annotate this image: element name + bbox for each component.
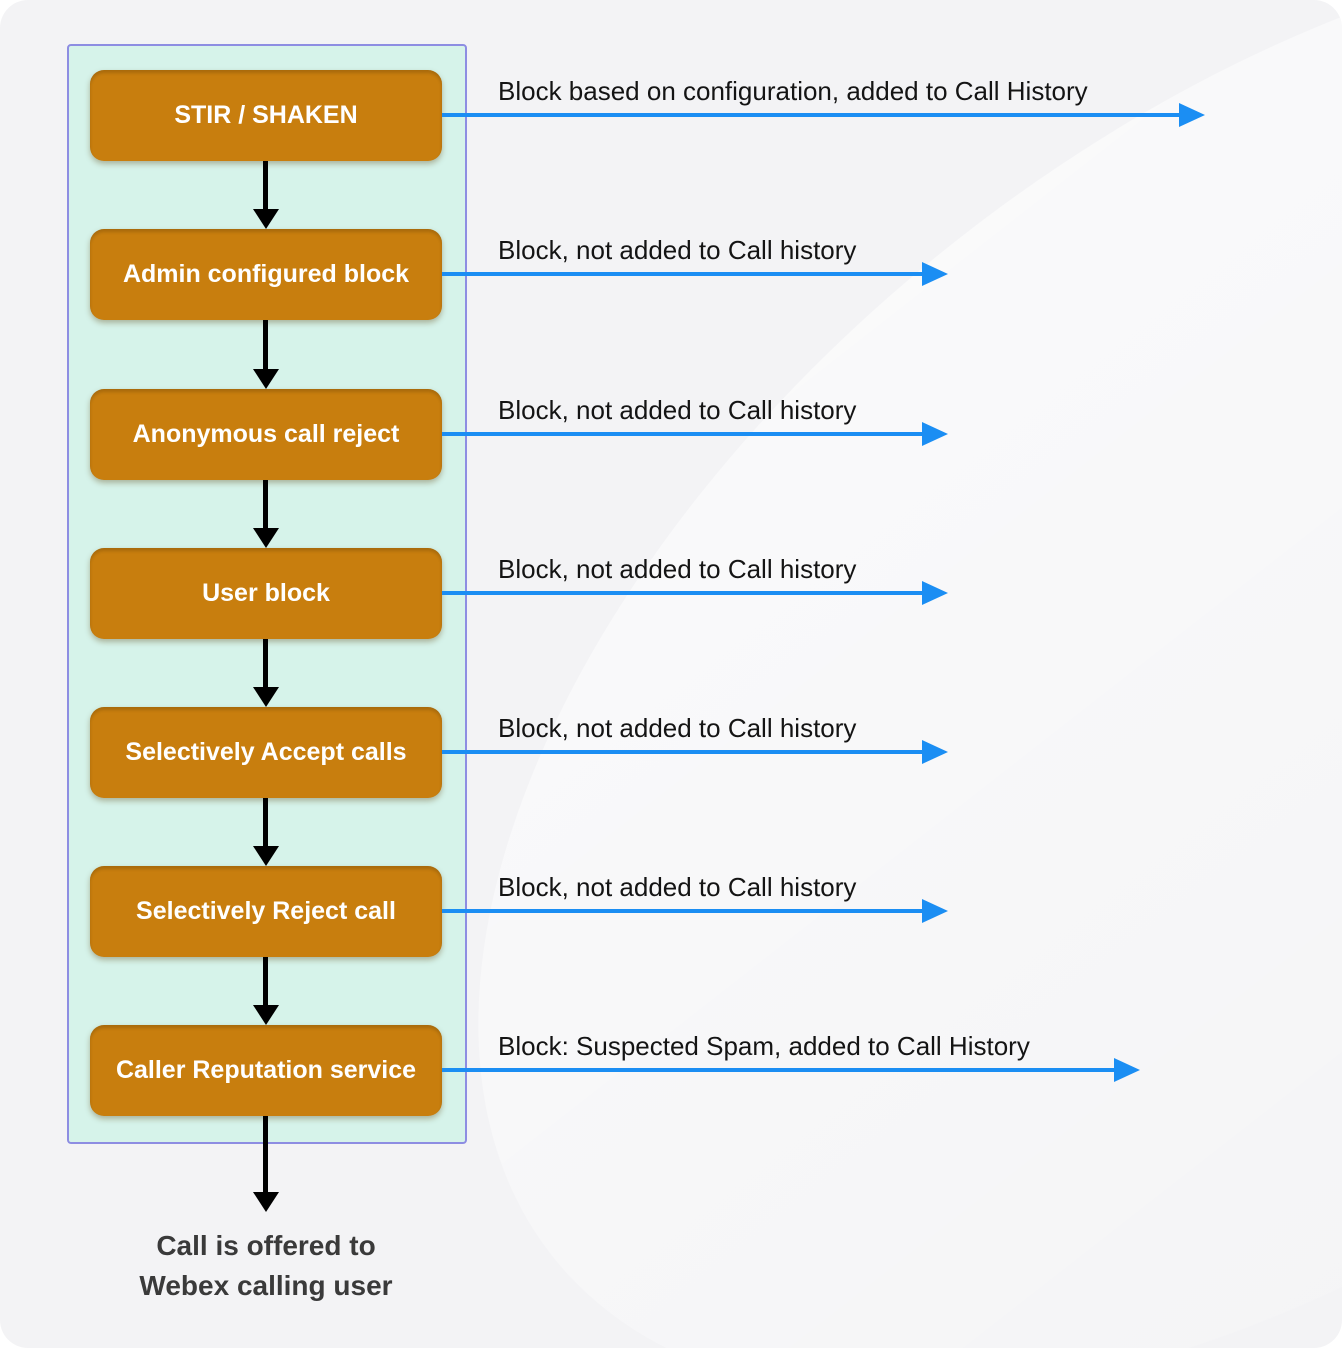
flow-node: Anonymous call reject: [90, 389, 442, 480]
outcome-label: Block based on configuration, added to C…: [498, 76, 1088, 106]
outcome-arrowhead-icon: [922, 740, 948, 764]
final-outcome-line2: Webex calling user: [139, 1270, 393, 1301]
step-connector-line: [263, 161, 268, 211]
outcome-arrow-line: [442, 909, 924, 913]
step-arrowhead-icon: [253, 1005, 279, 1025]
outcome-arrow-line: [442, 272, 924, 276]
step-connector-line: [263, 480, 268, 530]
outcome-arrowhead-icon: [922, 581, 948, 605]
final-step-arrowhead-icon: [253, 1192, 279, 1212]
step-arrowhead-icon: [253, 209, 279, 229]
flow-node: Selectively Accept calls: [90, 707, 442, 798]
step-arrowhead-icon: [253, 369, 279, 389]
outcome-arrow-line: [442, 432, 924, 436]
step-connector-line: [263, 957, 268, 1007]
outcome-arrowhead-icon: [922, 262, 948, 286]
outcome-arrowhead-icon: [922, 899, 948, 923]
outcome-arrow-line: [442, 113, 1181, 117]
outcome-arrow-line: [442, 591, 924, 595]
step-connector-line: [263, 639, 268, 689]
outcome-arrow-line: [442, 1068, 1116, 1072]
outcome-arrowhead-icon: [1179, 103, 1205, 127]
outcome-arrow-line: [442, 750, 924, 754]
flow-node: Caller Reputation service: [90, 1025, 442, 1116]
step-connector-line: [263, 798, 268, 848]
final-outcome-label: Call is offered to Webex calling user: [66, 1226, 466, 1306]
outcome-label: Block, not added to Call history: [498, 395, 857, 425]
outcome-label: Block, not added to Call history: [498, 872, 857, 902]
final-outcome-line1: Call is offered to: [156, 1230, 376, 1261]
flow-node: STIR / SHAKEN: [90, 70, 442, 161]
step-connector-line: [263, 320, 268, 371]
step-arrowhead-icon: [253, 846, 279, 866]
step-arrowhead-icon: [253, 528, 279, 548]
flow-node: User block: [90, 548, 442, 639]
outcome-label: Block: Suspected Spam, added to Call His…: [498, 1031, 1030, 1061]
outcome-label: Block, not added to Call history: [498, 554, 857, 584]
flow-node: Selectively Reject call: [90, 866, 442, 957]
step-arrowhead-icon: [253, 687, 279, 707]
flow-node: Admin configured block: [90, 229, 442, 320]
outcome-arrowhead-icon: [1114, 1058, 1140, 1082]
outcome-arrowhead-icon: [922, 422, 948, 446]
final-step-connector-line: [263, 1116, 268, 1192]
outcome-label: Block, not added to Call history: [498, 235, 857, 265]
outcome-label: Block, not added to Call history: [498, 713, 857, 743]
